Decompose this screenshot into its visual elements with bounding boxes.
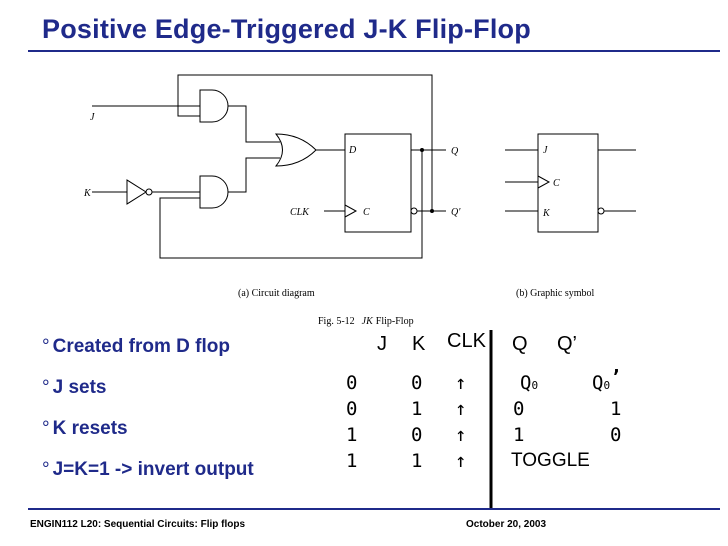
or-gate	[274, 133, 317, 167]
d-flip-flop-box	[344, 133, 412, 233]
row4-clk: ↑	[455, 450, 467, 472]
q-subscript: 0	[531, 379, 539, 392]
footer-date: October 20, 2003	[466, 519, 547, 530]
bullet-j-sets: °J sets	[42, 377, 106, 399]
clock-wedge-d	[344, 204, 358, 218]
bullet-created-from-d: °Created from D flop	[42, 336, 230, 358]
and-gate-lower	[199, 175, 229, 209]
slide-title: Positive Edge-Triggered J-K Flip-Flop	[42, 14, 531, 44]
toggle-label: TOGGLE	[511, 450, 590, 471]
row3-k: 0	[411, 424, 423, 446]
header-j: J	[377, 333, 387, 355]
row2-j: 0	[346, 398, 358, 420]
q-prime-bubble	[410, 207, 418, 215]
symbol-qprime-bubble	[597, 207, 605, 215]
row2-k: 1	[411, 398, 423, 420]
row3-qprime: 0	[610, 424, 622, 446]
row4-j: 1	[346, 450, 358, 472]
row1-j: 0	[346, 372, 358, 394]
bullet-marker: °	[42, 336, 50, 357]
label-c: C	[363, 207, 370, 218]
bullet-marker: °	[42, 418, 50, 439]
bullet-toggle: °J=K=1 -> invert output	[42, 459, 254, 481]
q-symbol: Q	[592, 372, 604, 394]
row2-clk: ↑	[455, 398, 467, 420]
symbol-box	[537, 133, 599, 233]
caption-symbol: (b) Graphic symbol	[516, 288, 595, 299]
q-symbol: Q	[520, 372, 532, 394]
symbol-label-k: K	[542, 208, 551, 219]
row2-qprime: 1	[610, 398, 622, 420]
bullet-marker: °	[42, 377, 50, 398]
bullet-k-resets: °K resets	[42, 418, 128, 440]
wire-qprime-feedback	[177, 74, 433, 211]
symbol-label-c: C	[553, 178, 560, 189]
footer-course: ENGIN112 L20: Sequential Circuits: Flip …	[30, 519, 246, 530]
label-qprime: Q'	[451, 207, 461, 218]
row1-qprime: Q0’	[592, 366, 622, 394]
footer-rule	[28, 508, 720, 510]
bullet-text: K resets	[52, 418, 128, 439]
junction-q	[420, 148, 424, 152]
graphic-symbol	[505, 133, 636, 233]
row3-j: 1	[346, 424, 358, 446]
junction-qprime	[430, 209, 434, 213]
wire-and2-or	[228, 157, 280, 193]
q-subscript: 0	[603, 379, 611, 392]
row1-k: 0	[411, 372, 423, 394]
symbol-label-j: J	[543, 145, 548, 156]
row3-clk: ↑	[455, 424, 467, 446]
row1-clk: ↑	[455, 372, 467, 394]
bullet-text: J=K=1 -> invert output	[52, 459, 254, 480]
prime-mark: ’	[610, 366, 622, 388]
row3-q: 1	[513, 424, 525, 446]
label-clk: CLK	[290, 207, 310, 218]
label-d: D	[348, 145, 357, 156]
header-qprime: Q’	[557, 333, 577, 355]
inverter	[126, 179, 147, 205]
header-k: K	[412, 333, 426, 355]
bullet-text: J sets	[52, 377, 107, 398]
label-q: Q	[451, 146, 459, 157]
symbol-clock-wedge	[537, 175, 551, 189]
circuit-diagram	[92, 74, 446, 259]
wire-q-feedback	[159, 150, 423, 259]
wire-and1-or	[228, 105, 280, 143]
row2-q: 0	[513, 398, 525, 420]
row1-q: Q0	[520, 372, 538, 394]
bullet-text: Created from D flop	[52, 336, 230, 357]
header-q: Q	[512, 333, 528, 355]
label-k: K	[83, 188, 92, 199]
row4-k: 1	[411, 450, 423, 472]
bullet-marker: °	[42, 459, 50, 480]
and-gate-upper	[199, 89, 229, 123]
caption-circuit: (a) Circuit diagram	[238, 288, 315, 299]
header-clk: CLK	[447, 330, 486, 352]
label-j: J	[90, 112, 95, 123]
title-rule-top	[28, 50, 720, 52]
